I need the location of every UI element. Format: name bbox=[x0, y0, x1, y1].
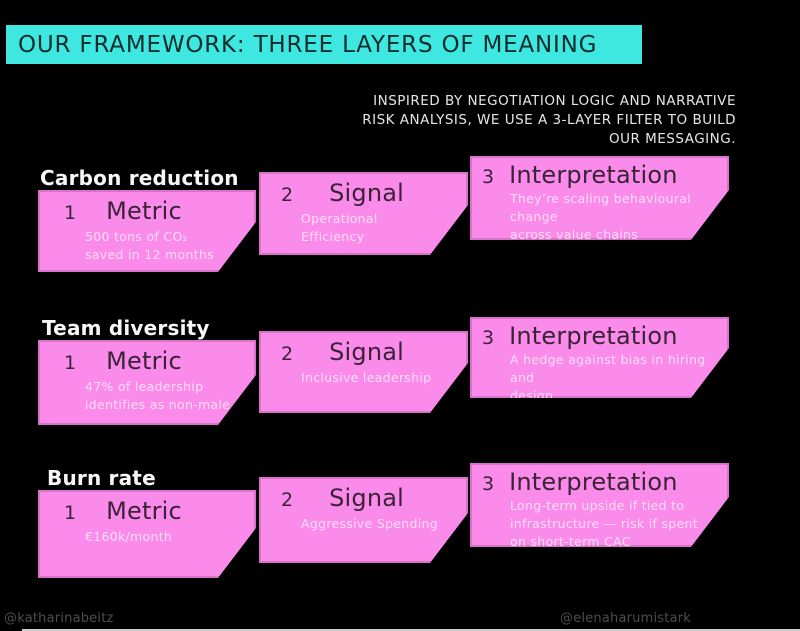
card-title: Metric bbox=[106, 347, 182, 375]
intro-text: INSPIRED BY NEGOTIATION LOGIC AND NARRAT… bbox=[362, 93, 736, 147]
card-detail: Operational Efficiency bbox=[301, 211, 378, 244]
bottom-edge-strip bbox=[22, 629, 800, 631]
card-carbon-interpretation: 3 Interpretation They’re scaling behavio… bbox=[470, 156, 729, 240]
card-header: 2 Signal bbox=[259, 172, 468, 207]
card-title: Interpretation bbox=[509, 161, 678, 189]
card-detail: €160k/month bbox=[85, 529, 173, 544]
card-title: Interpretation bbox=[509, 468, 678, 496]
card-burnrate-signal: 2 Signal Aggressive Spending bbox=[259, 477, 468, 563]
card-number: 1 bbox=[64, 202, 77, 224]
row-label-team-diversity: Team diversity bbox=[42, 316, 210, 340]
card-header: 3 Interpretation bbox=[470, 463, 729, 496]
card-detail: 500 tons of CO₂ saved in 12 months bbox=[85, 229, 214, 262]
card-title: Interpretation bbox=[509, 322, 678, 350]
card-number: 3 bbox=[482, 473, 495, 495]
footer-handle-left: @katharinabeitz bbox=[4, 611, 114, 626]
row-label-carbon-reduction: Carbon reduction bbox=[40, 166, 239, 190]
footer-handle-right: @elenaharumistark bbox=[560, 611, 691, 626]
row-label-burn-rate: Burn rate bbox=[47, 466, 156, 490]
card-carbon-metric: 1 Metric 500 tons of CO₂ saved in 12 mon… bbox=[38, 190, 256, 272]
card-header: 3 Interpretation bbox=[470, 156, 729, 189]
card-header: 1 Metric bbox=[38, 490, 256, 525]
card-carbon-signal: 2 Signal Operational Efficiency bbox=[259, 172, 468, 255]
card-number: 3 bbox=[482, 166, 495, 188]
card-title: Signal bbox=[329, 484, 405, 512]
title-bar: OUR FRAMEWORK: THREE LAYERS OF MEANING bbox=[6, 25, 642, 64]
card-header: 2 Signal bbox=[259, 477, 468, 512]
card-number: 3 bbox=[482, 327, 495, 349]
card-burnrate-interpretation: 3 Interpretation Long-term upside if tie… bbox=[470, 463, 729, 547]
card-number: 2 bbox=[281, 343, 294, 365]
card-detail: They’re scaling behavioural change acros… bbox=[510, 191, 691, 242]
card-detail: Inclusive leadership bbox=[301, 370, 432, 385]
card-number: 2 bbox=[281, 489, 294, 511]
card-number: 2 bbox=[281, 184, 294, 206]
card-number: 1 bbox=[64, 502, 77, 524]
card-header: 1 Metric bbox=[38, 340, 256, 375]
card-title: Metric bbox=[106, 497, 182, 525]
card-detail: A hedge against bias in hiring and desig… bbox=[510, 352, 706, 403]
page-title: OUR FRAMEWORK: THREE LAYERS OF MEANING bbox=[18, 31, 598, 58]
card-number: 1 bbox=[64, 352, 77, 374]
card-diversity-metric: 1 Metric 47% of leadership identifies as… bbox=[38, 340, 256, 425]
card-title: Signal bbox=[329, 179, 405, 207]
card-detail: Long-term upside if tied to infrastructu… bbox=[510, 498, 698, 549]
card-title: Signal bbox=[329, 338, 405, 366]
card-diversity-signal: 2 Signal Inclusive leadership bbox=[259, 331, 468, 413]
card-header: 1 Metric bbox=[38, 190, 256, 225]
card-header: 2 Signal bbox=[259, 331, 468, 366]
card-detail: 47% of leadership identifies as non-male bbox=[85, 379, 231, 412]
card-burnrate-metric: 1 Metric €160k/month bbox=[38, 490, 256, 578]
card-diversity-interpretation: 3 Interpretation A hedge against bias in… bbox=[470, 317, 729, 398]
card-header: 3 Interpretation bbox=[470, 317, 729, 350]
card-title: Metric bbox=[106, 197, 182, 225]
card-detail: Aggressive Spending bbox=[301, 516, 438, 531]
